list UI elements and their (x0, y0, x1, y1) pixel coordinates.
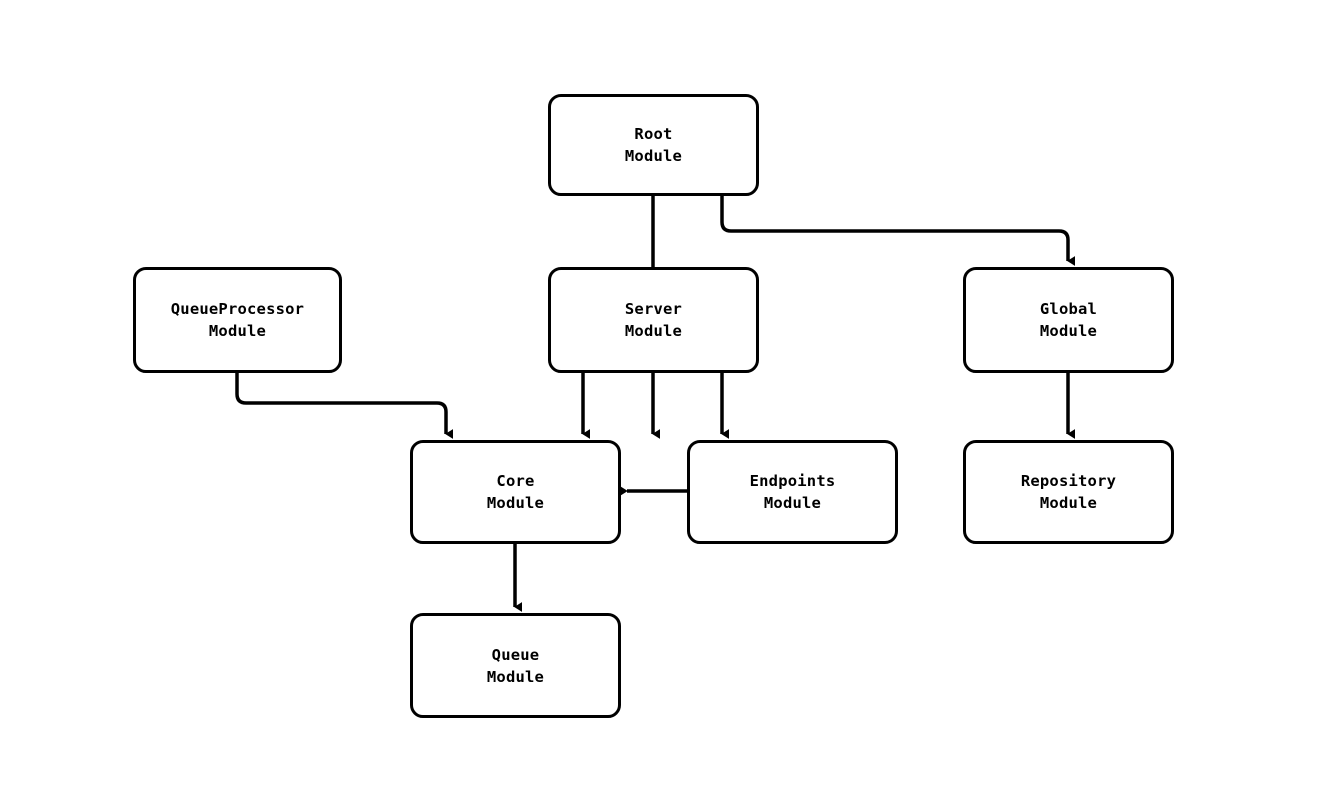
endpoints-module-node-label: Endpoints Module (749, 472, 836, 512)
global-module-node-label: Global Module (1039, 300, 1098, 340)
root-module-node[interactable]: Root Module (548, 94, 759, 196)
server-module-node[interactable]: Server Module (548, 267, 759, 373)
queue-module-node[interactable]: Queue Module (410, 613, 621, 718)
queueprocessor-module-node-label: QueueProcessor Module (170, 300, 305, 340)
endpoints-module-node[interactable]: Endpoints Module (687, 440, 898, 544)
repository-module-node-label: Repository Module (1020, 472, 1117, 512)
core-module-node-label: Core Module (486, 472, 545, 512)
root-module-node-label: Root Module (624, 125, 683, 165)
edges-group (235, 196, 1076, 612)
server-module-node-label: Server Module (624, 300, 683, 340)
repository-module-node[interactable]: Repository Module (963, 440, 1174, 544)
edge-root-to-global (720, 196, 1076, 266)
queue-module-node-label: Queue Module (486, 645, 545, 686)
global-module-node[interactable]: Global Module (963, 267, 1174, 373)
core-module-node[interactable]: Core Module (410, 440, 621, 544)
queueprocessor-module-node[interactable]: QueueProcessor Module (133, 267, 342, 373)
edge-queueprocessor-to-core (235, 373, 454, 439)
